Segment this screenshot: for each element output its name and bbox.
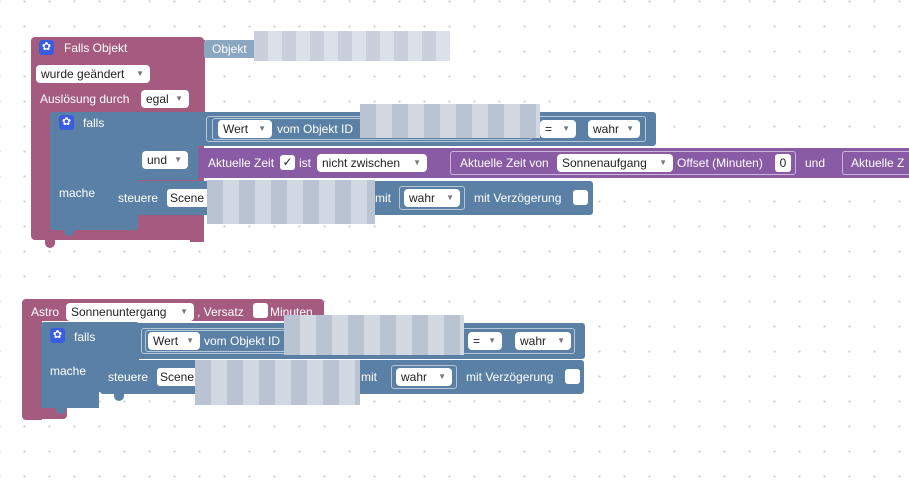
with-label: mit [375,191,391,205]
offset-label: , Versatz [197,305,244,319]
time-label: Aktuelle Zeit [208,156,275,170]
control-value: wahr [409,191,436,205]
gear-icon[interactable]: ✿ [59,115,74,130]
event-block-edge [199,40,205,115]
if-label: falls [74,330,96,344]
control-label: steuere [118,191,159,205]
offset-label: Offset (Minuten) [677,156,763,170]
astro-block-side [22,318,42,420]
of-id-label: vom Objekt ID [277,122,354,136]
triangle-down-icon: ▼ [626,124,634,133]
triangle-down-icon: ▼ [413,158,421,167]
control-value-dropdown[interactable]: wahr ▼ [396,368,452,386]
time-label-2: Aktuelle Z [851,156,905,170]
triangle-down-icon: ▼ [446,193,454,202]
triangle-down-icon: ▼ [258,124,266,133]
triangle-down-icon: ▼ [180,307,188,316]
time-checkbox[interactable]: ✓ [280,155,295,170]
event-block-notch [45,240,55,248]
redacted-object-id [254,31,450,61]
value-block[interactable] [399,186,465,210]
triangle-down-icon: ▼ [659,158,667,167]
triangle-down-icon: ▼ [562,124,570,133]
operator-value: = [473,334,481,348]
operator-dropdown[interactable]: =▼ [468,332,502,350]
value-dropdown[interactable]: wahr ▼ [588,120,640,138]
mode-dropdown[interactable]: nicht zwischen ▼ [317,154,427,172]
triangle-down-icon: ▼ [136,69,144,78]
if-block-notch [64,228,74,236]
do-label: mache [59,186,96,200]
astro-value: Sonnenaufgang [562,156,647,170]
control-block-notch [122,214,132,222]
operator-dropdown[interactable]: =▼ [540,120,576,138]
triangle-down-icon: ▼ [438,372,446,381]
object-id-input[interactable] [204,40,264,58]
control-value: wahr [401,370,428,384]
and-label: und [805,156,826,170]
offset-input[interactable]: 0 [775,154,791,172]
triangle-down-icon: ▼ [174,155,182,164]
control-block-notch [114,393,124,401]
delay-checkbox[interactable] [565,369,580,384]
time-of-label: Aktuelle Zeit von [460,156,549,170]
gear-icon[interactable]: ✿ [39,40,54,55]
triangle-down-icon: ▼ [557,336,565,345]
control-value-dropdown[interactable]: wahr ▼ [404,189,460,207]
astro-time-block[interactable] [450,151,796,175]
redacted-object-id [360,104,540,138]
do-label: mache [50,364,87,378]
trigger-by-dropdown[interactable]: egal ▼ [141,90,189,108]
with-label: mit [361,370,377,384]
triangle-down-icon: ▼ [186,336,194,345]
triangle-down-icon: ▼ [175,94,183,103]
astro-value: Sonnenuntergang [71,305,167,319]
value-dropdown[interactable]: wahr ▼ [515,332,571,350]
redacted-object-id [284,315,464,355]
event-label: Falls Objekt [64,41,128,55]
property-value: Wert [223,122,249,136]
triangle-down-icon: ▼ [488,336,496,345]
property-dropdown[interactable]: Wert ▼ [218,120,272,138]
offset-input[interactable] [253,303,268,318]
delay-checkbox[interactable] [573,190,588,205]
value-text: wahr [593,122,620,136]
redacted-target [195,360,360,405]
if-block-bottom [41,390,99,408]
delay-label: mit Verzögerung [474,191,562,205]
trigger-value: wurde geändert [41,67,125,81]
astro-block-foot [22,405,67,419]
trigger-by-value: egal [146,92,169,106]
astro-label: Astro [31,305,60,319]
of-id-label: vom Objekt ID [204,334,281,348]
operator-value: = [545,122,553,136]
trigger-dropdown[interactable]: wurde geändert ▼ [36,65,150,83]
gear-icon[interactable]: ✿ [50,328,65,343]
trigger-by-label: Auslösung durch [40,92,130,106]
redacted-target [207,180,375,224]
target-object-field[interactable]: Scene [167,189,215,207]
event-block-foot [190,230,204,242]
astro-dropdown[interactable]: Sonnenaufgang ▼ [557,154,673,172]
is-label: ist [299,156,311,170]
delay-label: mit Verzögerung [466,370,554,384]
target-object-field[interactable]: Scene [157,368,205,386]
astro-time-block-2[interactable] [842,151,909,175]
value-block[interactable] [391,365,457,389]
property-dropdown[interactable]: Wert ▼ [148,332,200,350]
if-label: falls [83,116,105,130]
value-text: wahr [520,334,547,348]
astro-dropdown[interactable]: Sonnenuntergang ▼ [66,303,194,321]
property-value: Wert [153,334,179,348]
logic-operator-dropdown[interactable]: und ▼ [142,151,188,169]
control-label: steuere [108,370,149,384]
logic-operator-value: und [147,153,168,167]
if-block-notch [56,406,66,414]
object-label: Objekt [212,42,247,56]
mode-value: nicht zwischen [322,156,401,170]
